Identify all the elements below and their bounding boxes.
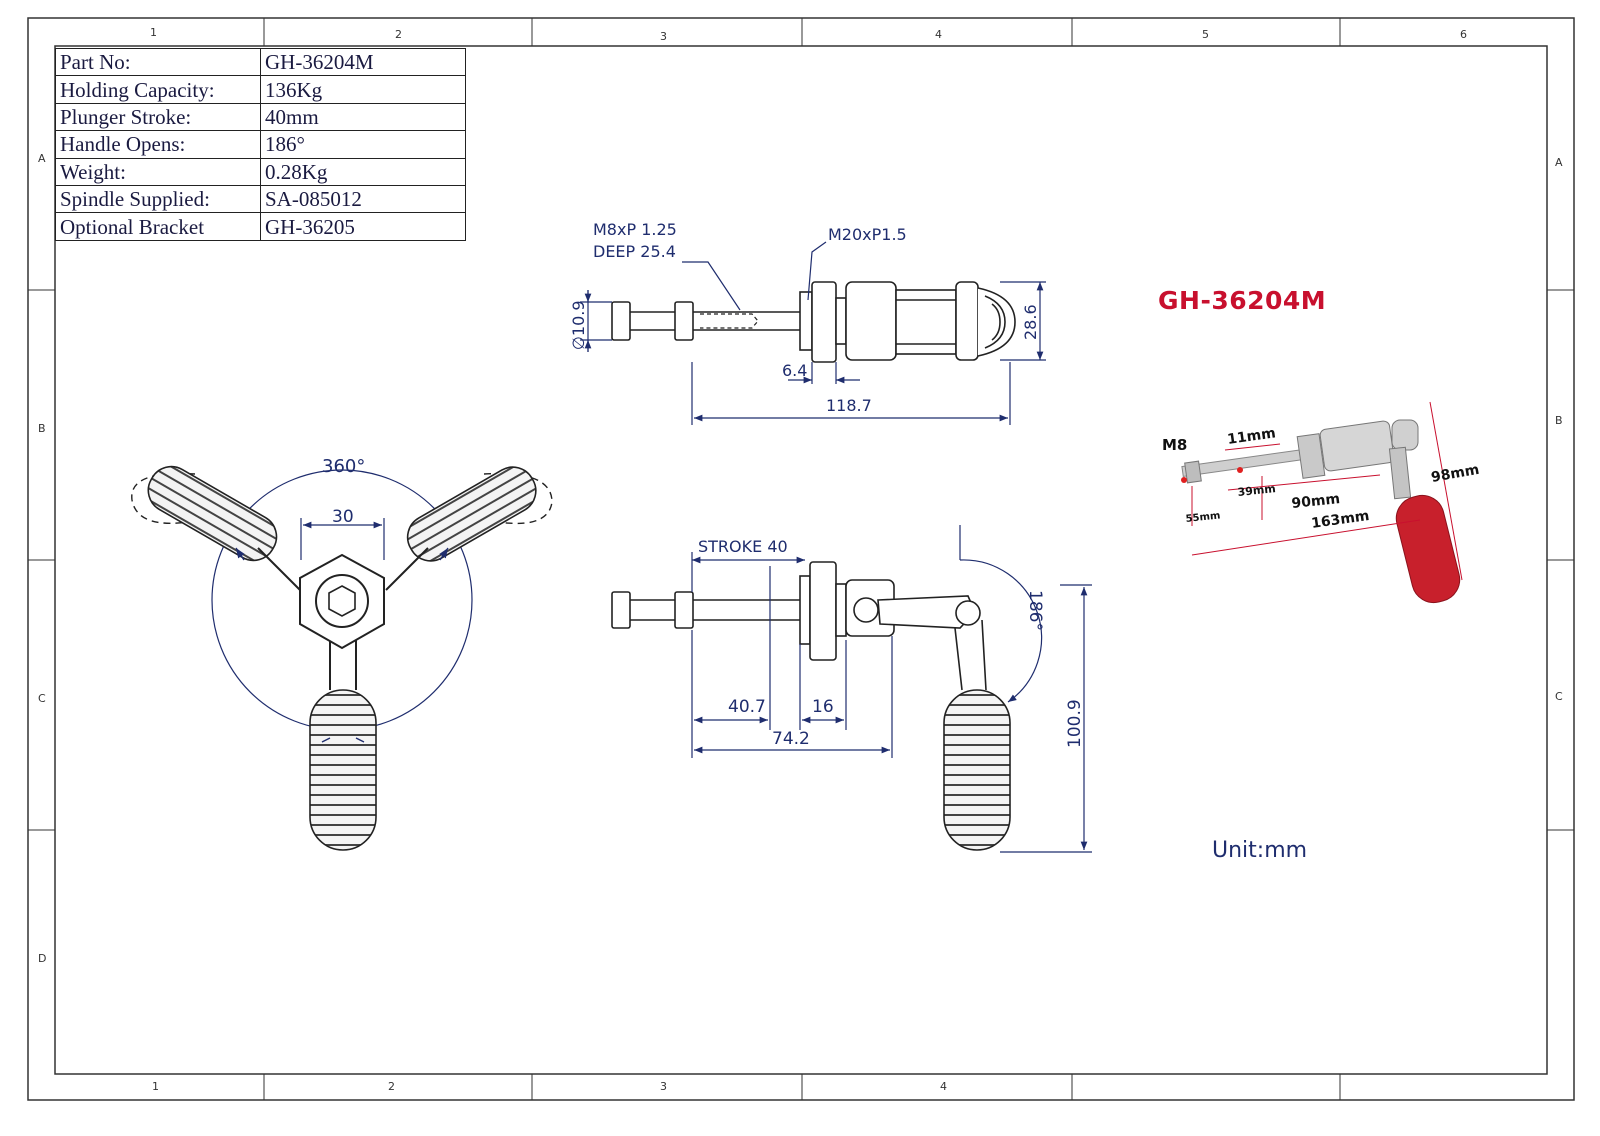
grid-row-c-left: C: [38, 692, 46, 705]
spec-row: Plunger Stroke:40mm: [55, 102, 466, 132]
dim-16-label: 16: [812, 697, 834, 717]
spec-table: Part No:GH-36204M Holding Capacity:136Kg…: [55, 47, 466, 241]
side-view-labels: STROKE 40 186° 40.7 16 74.2 100.9: [698, 537, 1085, 749]
spec-row: Weight:0.28Kg: [55, 157, 466, 186]
height-100-9-label: 100.9: [1065, 699, 1085, 748]
grid-bottom-col-3: 3: [660, 1080, 667, 1093]
grid-bottom-col-2: 2: [388, 1080, 395, 1093]
spec-value: SA-085012: [260, 184, 466, 214]
photo-labels: M8 11mm 98mm 39mm 90mm 55mm 163mm: [1162, 425, 1481, 532]
rotation-360-label: 360°: [322, 456, 365, 477]
spec-label: Weight:: [55, 157, 261, 186]
spec-label: Spindle Supplied:: [55, 184, 261, 214]
height-28-6-label: 28.6: [1021, 304, 1040, 340]
grid-row-b-left: B: [38, 422, 46, 435]
thread-note-1: M8xP 1.25: [593, 220, 677, 239]
spec-label: Optional Bracket: [55, 212, 261, 241]
photo-m8-label: M8: [1162, 436, 1187, 454]
spec-row: Handle Opens:186°: [55, 130, 466, 159]
dim-40-7-label: 40.7: [728, 697, 766, 717]
photo-163mm-label: 163mm: [1310, 508, 1370, 532]
spec-row: Part No:GH-36204M: [55, 47, 466, 77]
grid-bottom-col-1: 1: [152, 1080, 159, 1093]
grid-row-a-right: A: [1555, 156, 1563, 169]
spec-value: 186°: [260, 130, 466, 159]
sheet-frame: [27, 17, 1575, 1101]
unit-label: Unit:mm: [1212, 838, 1308, 863]
grid-row-c-right: C: [1555, 690, 1563, 703]
spec-value: GH-36204M: [260, 47, 466, 77]
spec-value: 40mm: [260, 102, 466, 132]
diameter-label: ∅10.9: [569, 300, 588, 350]
length-118-7-label: 118.7: [826, 396, 872, 415]
spec-value: 136Kg: [260, 75, 466, 104]
photo-55mm-label: 55mm: [1185, 510, 1221, 525]
stroke-40-label: STROKE 40: [698, 537, 788, 556]
grid-row-a-left: A: [38, 152, 46, 165]
grid-col-5: 5: [1202, 28, 1209, 41]
top-view-labels: M8xP 1.25 DEEP 25.4 M20xP1.5 ∅10.9 28.6 …: [569, 220, 1040, 415]
spec-label: Holding Capacity:: [55, 75, 261, 104]
photo-90mm-label: 90mm: [1291, 491, 1341, 512]
angle-186-label: 186°: [1025, 590, 1045, 631]
spec-value: GH-36205: [260, 212, 466, 241]
spec-label: Handle Opens:: [55, 130, 261, 159]
side-view-dimensions: [691, 525, 1092, 853]
spec-label: Plunger Stroke:: [55, 102, 261, 132]
grid-row-b-right: B: [1555, 414, 1563, 427]
photo-39mm-label: 39mm: [1237, 482, 1276, 499]
grid-col-4: 4: [935, 28, 942, 41]
thread-note-2: DEEP 25.4: [593, 242, 676, 261]
side-view: [611, 561, 1011, 851]
spec-row: Holding Capacity:136Kg: [55, 75, 466, 104]
photo-98mm-label: 98mm: [1430, 462, 1481, 486]
end-view: [131, 465, 553, 851]
spec-value: 0.28Kg: [260, 157, 466, 186]
grid-bottom-col-4: 4: [940, 1080, 947, 1093]
width-30-label: 30: [332, 507, 354, 527]
part-title: GH-36204M: [1158, 286, 1327, 315]
end-view-labels: 360° 30: [322, 456, 365, 527]
top-view-dimensions: [580, 241, 1046, 425]
thread-nut-label: M20xP1.5: [828, 225, 907, 244]
product-photo: [1181, 401, 1463, 604]
grid-row-d-left: D: [38, 952, 46, 965]
grid-labels: 1 2 3 4 5 6 1 2 3 4 A B C D A B C: [38, 26, 1563, 1093]
dim-74-2-label: 74.2: [772, 729, 810, 749]
offset-6-4-label: 6.4: [782, 361, 807, 380]
top-view: [611, 281, 1016, 363]
grid-col-6: 6: [1460, 28, 1467, 41]
grid-col-1: 1: [150, 26, 157, 39]
spec-row: Spindle Supplied:SA-085012: [55, 184, 466, 214]
grid-col-2: 2: [395, 28, 402, 41]
spec-label: Part No:: [55, 47, 261, 77]
photo-11mm-label: 11mm: [1226, 425, 1276, 448]
grid-col-3: 3: [660, 30, 667, 43]
